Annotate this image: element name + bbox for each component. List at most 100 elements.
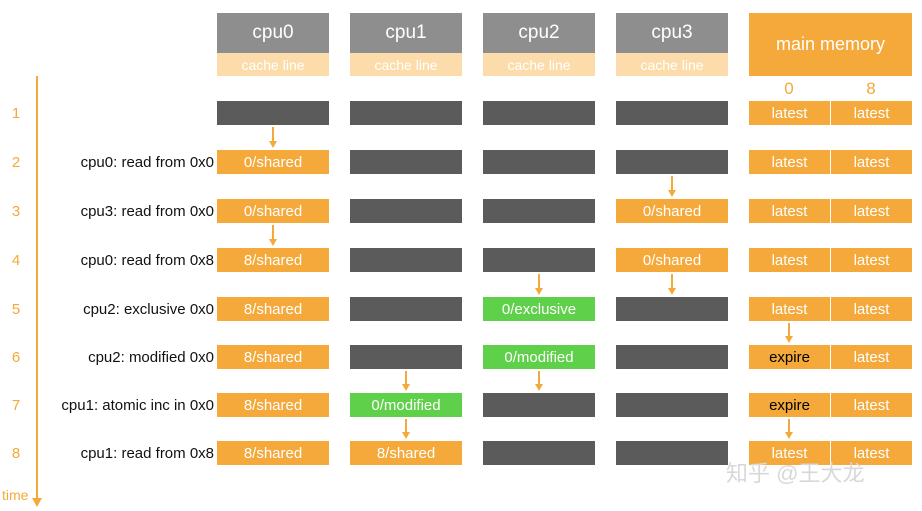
cache-line-label: cache line bbox=[217, 53, 329, 76]
cache-line-cell bbox=[217, 101, 329, 125]
memory-cell-divider bbox=[830, 204, 831, 218]
cache-line-cell bbox=[483, 150, 595, 174]
transfer-arrow-head-icon bbox=[535, 384, 543, 391]
memory-cell-addr-8: latest bbox=[831, 150, 912, 174]
memory-cell-addr-8: latest bbox=[831, 199, 912, 223]
memory-address-label: 8 bbox=[866, 79, 876, 98]
cache-line-cell bbox=[350, 297, 462, 321]
cache-line-cell: 0/modified bbox=[483, 345, 595, 369]
cache-line-label: cache line bbox=[616, 53, 728, 76]
row-number: 7 bbox=[11, 397, 21, 414]
row-operation-label: cpu1: read from 0x8 bbox=[80, 445, 214, 462]
row-number: 2 bbox=[11, 154, 21, 171]
memory-cell-addr-8: latest bbox=[831, 441, 912, 465]
cache-line-cell: 8/shared bbox=[217, 248, 329, 272]
cache-line-cell bbox=[616, 393, 728, 417]
cpu-header-cpu2: cpu2 bbox=[483, 13, 595, 53]
memory-cell-divider bbox=[830, 302, 831, 316]
transfer-arrow-shaft bbox=[788, 419, 790, 433]
cache-line-label: cache line bbox=[483, 53, 595, 76]
memory-cell-addr-0: latest bbox=[749, 297, 830, 321]
memory-address-label: 0 bbox=[784, 79, 794, 98]
memory-cell-addr-0: latest bbox=[749, 101, 830, 125]
row-operation-label: cpu3: read from 0x0 bbox=[80, 203, 214, 220]
transfer-arrow-head-icon bbox=[785, 336, 793, 343]
memory-cell-addr-0: expire bbox=[749, 393, 830, 417]
transfer-arrow-head-icon bbox=[668, 190, 676, 197]
memory-cell-addr-0: latest bbox=[749, 150, 830, 174]
cache-line-cell bbox=[483, 101, 595, 125]
transfer-arrow-head-icon bbox=[269, 239, 277, 246]
cache-line-cell bbox=[483, 248, 595, 272]
transfer-arrow-head-icon bbox=[668, 288, 676, 295]
transfer-arrow-shaft bbox=[788, 323, 790, 337]
cache-line-cell bbox=[350, 199, 462, 223]
row-operation-label: cpu2: modified 0x0 bbox=[88, 349, 214, 366]
transfer-arrow-shaft bbox=[272, 127, 274, 142]
cpu-header-cpu3: cpu3 bbox=[616, 13, 728, 53]
memory-cell-divider bbox=[830, 106, 831, 120]
cache-line-label: cache line bbox=[350, 53, 462, 76]
cache-line-cell: 8/shared bbox=[217, 393, 329, 417]
row-operation-label: cpu0: read from 0x8 bbox=[80, 252, 214, 269]
cache-line-cell bbox=[483, 441, 595, 465]
row-operation-label: cpu0: read from 0x0 bbox=[80, 154, 214, 171]
cache-line-cell bbox=[350, 345, 462, 369]
cpu-header-cpu0: cpu0 bbox=[217, 13, 329, 53]
transfer-arrow-shaft bbox=[272, 225, 274, 240]
transfer-arrow-shaft bbox=[538, 371, 540, 385]
cache-line-cell bbox=[616, 441, 728, 465]
memory-cell-divider bbox=[830, 155, 831, 169]
cache-line-cell: 8/shared bbox=[217, 297, 329, 321]
cache-line-cell: 0/shared bbox=[217, 199, 329, 223]
transfer-arrow-shaft bbox=[671, 176, 673, 191]
cache-line-cell: 0/shared bbox=[217, 150, 329, 174]
cache-line-cell bbox=[483, 393, 595, 417]
memory-cell-addr-0: expire bbox=[749, 345, 830, 369]
transfer-arrow-shaft bbox=[405, 371, 407, 385]
memory-cell-divider bbox=[830, 350, 831, 364]
memory-cell-addr-0: latest bbox=[749, 441, 830, 465]
transfer-arrow-head-icon bbox=[402, 432, 410, 439]
cache-line-cell bbox=[350, 248, 462, 272]
transfer-arrow-head-icon bbox=[402, 384, 410, 391]
memory-cell-addr-0: latest bbox=[749, 248, 830, 272]
main-memory-header: main memory bbox=[749, 13, 912, 76]
cache-line-cell: 8/shared bbox=[217, 441, 329, 465]
cache-line-cell bbox=[616, 345, 728, 369]
time-axis-label: time bbox=[2, 487, 29, 503]
memory-cell-addr-0: latest bbox=[749, 199, 830, 223]
memory-cell-divider bbox=[830, 446, 831, 460]
transfer-arrow-shaft bbox=[538, 274, 540, 289]
memory-cell-addr-8: latest bbox=[831, 345, 912, 369]
cache-line-cell: 0/shared bbox=[616, 199, 728, 223]
cache-line-cell: 0/modified bbox=[350, 393, 462, 417]
memory-cell-addr-8: latest bbox=[831, 393, 912, 417]
cache-line-cell: 0/shared bbox=[616, 248, 728, 272]
transfer-arrow-head-icon bbox=[535, 288, 543, 295]
row-number: 6 bbox=[11, 349, 21, 366]
time-axis-arrowhead bbox=[32, 498, 42, 507]
row-number: 3 bbox=[11, 203, 21, 220]
row-number: 1 bbox=[11, 105, 21, 122]
cache-line-cell bbox=[616, 297, 728, 321]
memory-cell-addr-8: latest bbox=[831, 297, 912, 321]
row-number: 4 bbox=[11, 252, 21, 269]
memory-cell-addr-8: latest bbox=[831, 101, 912, 125]
memory-cell-divider bbox=[830, 253, 831, 267]
memory-cell-addr-8: latest bbox=[831, 248, 912, 272]
cache-line-cell: 8/shared bbox=[217, 345, 329, 369]
cache-line-cell: 8/shared bbox=[350, 441, 462, 465]
cache-line-cell bbox=[350, 101, 462, 125]
cache-line-cell bbox=[616, 150, 728, 174]
cache-line-cell: 0/exclusive bbox=[483, 297, 595, 321]
row-number: 5 bbox=[11, 301, 21, 318]
cache-line-cell bbox=[350, 150, 462, 174]
cache-line-cell bbox=[483, 199, 595, 223]
transfer-arrow-head-icon bbox=[269, 141, 277, 148]
time-axis-line bbox=[36, 76, 38, 501]
row-operation-label: cpu2: exclusive 0x0 bbox=[83, 301, 214, 318]
transfer-arrow-shaft bbox=[405, 419, 407, 433]
memory-cell-divider bbox=[830, 398, 831, 412]
transfer-arrow-shaft bbox=[671, 274, 673, 289]
